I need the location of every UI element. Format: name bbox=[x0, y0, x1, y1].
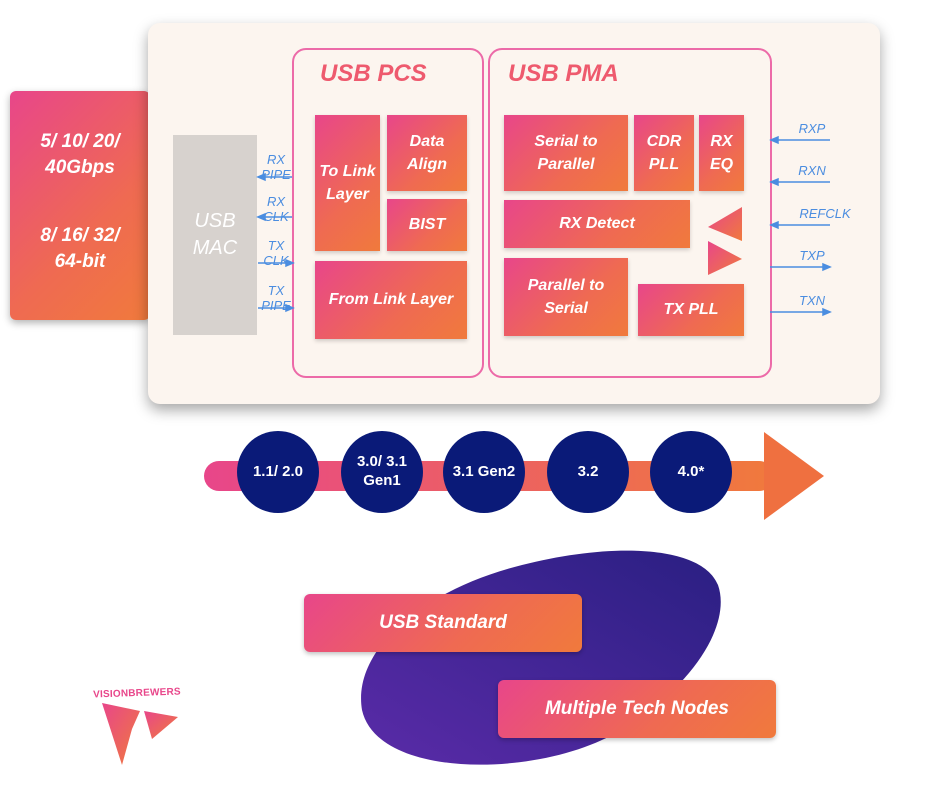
usb-pma-group bbox=[488, 48, 772, 378]
usb-pma-title: USB PMA bbox=[508, 60, 619, 87]
txn-label: TXN bbox=[799, 293, 825, 308]
version-usb-3-2: 3.2 bbox=[547, 431, 629, 513]
cdr-pll-block: CDR PLL bbox=[634, 115, 694, 191]
refclk-label: REFCLK bbox=[799, 206, 851, 221]
data-width-label: 8/ 16/ 32/ 64-bit bbox=[40, 225, 120, 272]
version-usb-3-0: 3.0/ 3.1 Gen1 bbox=[341, 431, 423, 513]
tx-pll-block: TX PLL bbox=[638, 284, 744, 336]
buffer-triangles-icon bbox=[708, 207, 742, 275]
multiple-tech-nodes-pill: Multiple Tech Nodes bbox=[498, 680, 776, 738]
txp-label: TXP bbox=[799, 248, 825, 263]
tx-pipe-label: TX PIPE bbox=[261, 283, 291, 313]
background-blob bbox=[361, 550, 721, 765]
rx-clk-label: RX CLK bbox=[263, 194, 289, 224]
bandwidth-label: 5/ 10/ 20/ 40Gbps bbox=[40, 131, 120, 178]
data-align-block: Data Align bbox=[387, 115, 467, 191]
tx-clk-label: TX CLK bbox=[263, 238, 289, 268]
interface-arrows bbox=[256, 172, 295, 313]
tx-buffer-triangle bbox=[708, 241, 742, 275]
serial-to-parallel-block: Serial to Parallel bbox=[504, 115, 628, 191]
logo-mark-icon bbox=[102, 703, 178, 765]
parallel-to-serial-block: Parallel to Serial bbox=[504, 258, 628, 336]
speed-panel: 5/ 10/ 20/ 40Gbps 8/ 16/ 32/ 64-bit bbox=[10, 91, 150, 320]
rx-detect-block: RX Detect bbox=[504, 200, 690, 248]
usb-pcs-title: USB PCS bbox=[320, 60, 427, 87]
rx-pipe-label: RX PIPE bbox=[261, 152, 291, 182]
rx-eq-block: RX EQ bbox=[699, 115, 744, 191]
bist-block: BIST bbox=[387, 199, 467, 251]
version-usb-3-1-gen2: 3.1 Gen2 bbox=[443, 431, 525, 513]
usb-mac-block: USB MAC bbox=[173, 135, 257, 335]
version-usb-4-0: 4.0* bbox=[650, 431, 732, 513]
from-link-layer-block: From Link Layer bbox=[315, 261, 467, 339]
to-link-layer-block: To Link Layer bbox=[315, 115, 380, 251]
usb-pcs-group bbox=[292, 48, 484, 378]
usb-standard-pill: USB Standard bbox=[304, 594, 582, 652]
rxp-label: RXP bbox=[798, 121, 826, 136]
rxn-label: RXN bbox=[798, 163, 826, 178]
rx-buffer-triangle bbox=[708, 207, 742, 241]
io-arrows bbox=[769, 135, 832, 317]
version-usb-1-2: 1.1/ 2.0 bbox=[237, 431, 319, 513]
visionbrewers-logo: VISIONBREWERS bbox=[82, 686, 192, 776]
